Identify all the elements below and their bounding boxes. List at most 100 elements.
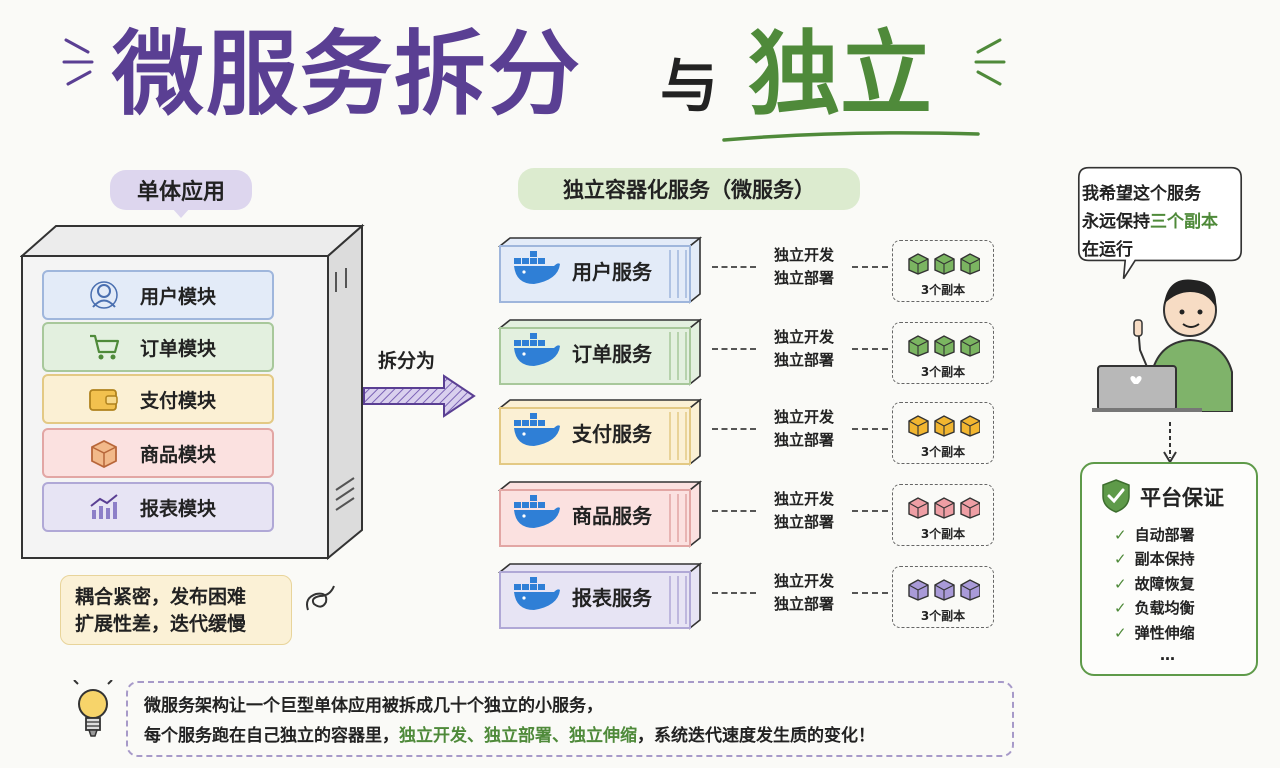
user-icon xyxy=(82,280,126,310)
check-icon: ✓ xyxy=(1114,575,1127,593)
bubble-line-1: 我希望这个服务 xyxy=(1082,184,1201,204)
independence-text: 独立开发独立部署 xyxy=(756,244,852,290)
check-icon: ✓ xyxy=(1114,624,1127,642)
dashed-connector xyxy=(852,510,888,512)
docker-whale-icon xyxy=(514,250,560,294)
indep-line-1: 独立开发 xyxy=(773,246,834,264)
feature-label: 自动部署 xyxy=(1134,526,1195,544)
docker-whale-icon xyxy=(514,332,560,376)
split-arrow-icon xyxy=(363,374,476,418)
sparkle-left-icon xyxy=(62,38,94,86)
feature-item: ✓ 弹性伸缩 xyxy=(1114,622,1195,643)
summary-line-1: 微服务架构让一个巨型单体应用被拆成几十个独立的小服务， xyxy=(144,696,603,716)
docker-whale-icon xyxy=(514,412,560,456)
bubble-line-2: 永远保持三个副本 xyxy=(1082,208,1252,236)
independence-text: 独立开发独立部署 xyxy=(756,570,852,616)
dashed-connector xyxy=(712,592,756,594)
cart-icon xyxy=(82,332,126,362)
problem-line-2: 扩展性差，迭代缓慢 xyxy=(75,613,247,635)
service-container: 报表服务 xyxy=(498,562,702,630)
replica-cubes-icon xyxy=(908,415,980,437)
docker-whale-icon xyxy=(514,494,560,538)
service-label: 支付服务 xyxy=(572,422,652,446)
indep-line-1: 独立开发 xyxy=(773,408,834,426)
monolith-label-tail xyxy=(172,208,190,218)
speech-bubble xyxy=(1077,166,1243,280)
bubble-line-2-prefix: 永远保持 xyxy=(1082,212,1150,232)
dashed-connector xyxy=(712,348,756,350)
platform-title: 平台保证 xyxy=(1140,486,1224,510)
module-label: 报表模块 xyxy=(140,497,217,520)
module-label: 支付模块 xyxy=(140,389,217,412)
independence-text: 独立开发独立部署 xyxy=(756,326,852,372)
module-payment: 支付模块 xyxy=(42,374,274,424)
indep-line-2: 独立部署 xyxy=(773,351,834,369)
indep-line-2: 独立部署 xyxy=(773,431,834,449)
replica-cubes-icon xyxy=(908,253,980,275)
box-icon xyxy=(82,438,126,468)
swirl-icon xyxy=(306,585,335,611)
replica-box: 3个副本 xyxy=(892,402,994,464)
feature-item: ✓ 故障恢复 xyxy=(1114,573,1195,594)
module-label: 用户模块 xyxy=(140,285,217,308)
shield-icon xyxy=(1102,479,1130,513)
developer-illustration xyxy=(1092,279,1233,412)
module-report: 报表模块 xyxy=(42,482,274,532)
dashed-connector xyxy=(712,510,756,512)
check-icon: ✓ xyxy=(1114,550,1127,568)
check-icon: ✓ xyxy=(1114,599,1127,617)
service-label: 订单服务 xyxy=(572,342,652,366)
wallet-icon xyxy=(82,385,126,413)
replica-label: 3个副本 xyxy=(920,283,966,297)
independence-text: 独立开发独立部署 xyxy=(756,488,852,534)
feature-item: ✓ 自动部署 xyxy=(1114,524,1195,545)
indep-line-2: 独立部署 xyxy=(773,513,834,531)
module-order: 订单模块 xyxy=(42,322,274,372)
module-user: 用户模块 xyxy=(42,270,274,320)
replica-cubes-icon xyxy=(908,579,980,601)
dashed-connector xyxy=(852,428,888,430)
replica-cubes-icon xyxy=(908,497,980,519)
dashed-connector xyxy=(852,592,888,594)
feature-more: … xyxy=(1160,646,1175,664)
replica-label: 3个副本 xyxy=(920,445,966,459)
monolith-label: 单体应用 xyxy=(110,170,252,210)
service-label: 用户服务 xyxy=(572,260,652,284)
service-container: 订单服务 xyxy=(498,318,702,386)
service-container: 商品服务 xyxy=(498,480,702,548)
feature-label: 故障恢复 xyxy=(1134,575,1195,593)
feature-label: 弹性伸缩 xyxy=(1134,624,1195,642)
title-accent: 独立 xyxy=(748,21,933,128)
check-icon: ✓ xyxy=(1114,526,1127,544)
service-label: 报表服务 xyxy=(572,586,652,610)
feature-item: ✓ 负载均衡 xyxy=(1114,597,1195,618)
bubble-highlight: 三个副本 xyxy=(1150,212,1218,232)
replica-box: 3个副本 xyxy=(892,322,994,384)
module-product: 商品模块 xyxy=(42,428,274,478)
title-main: 微服务拆分 xyxy=(112,21,583,128)
module-label: 商品模块 xyxy=(140,443,217,466)
microservice-label: 独立容器化服务（微服务） xyxy=(518,168,860,210)
indep-line-1: 独立开发 xyxy=(773,572,834,590)
chart-icon xyxy=(82,492,126,522)
dashed-connector xyxy=(852,266,888,268)
service-container: 用户服务 xyxy=(498,236,702,304)
speech-bubble-text: 我希望这个服务 永远保持三个副本 在运行 xyxy=(1082,180,1252,264)
feature-item: ✓副本保持 xyxy=(1114,548,1195,569)
title-connector: 与 xyxy=(660,52,719,120)
dashed-connector xyxy=(852,348,888,350)
sparkle-right-icon xyxy=(974,38,1006,86)
split-label: 拆分为 xyxy=(378,350,436,372)
independence-text: 独立开发独立部署 xyxy=(756,406,852,452)
bubble-line-3: 在运行 xyxy=(1082,240,1133,260)
feature-label: 负载均衡 xyxy=(1134,599,1195,617)
replica-label: 3个副本 xyxy=(920,527,966,541)
replica-box: 3个副本 xyxy=(892,240,994,302)
replica-box: 3个副本 xyxy=(892,484,994,546)
summary-line-2: 每个服务跑在自己独立的容器里，独立开发、独立部署、独立伸缩，系统迭代速度发生质的… xyxy=(144,721,996,751)
replica-label: 3个副本 xyxy=(920,365,966,379)
replica-box: 3个副本 xyxy=(892,566,994,628)
service-label: 商品服务 xyxy=(572,504,652,528)
dashed-connector xyxy=(712,266,756,268)
module-label: 订单模块 xyxy=(140,337,217,360)
